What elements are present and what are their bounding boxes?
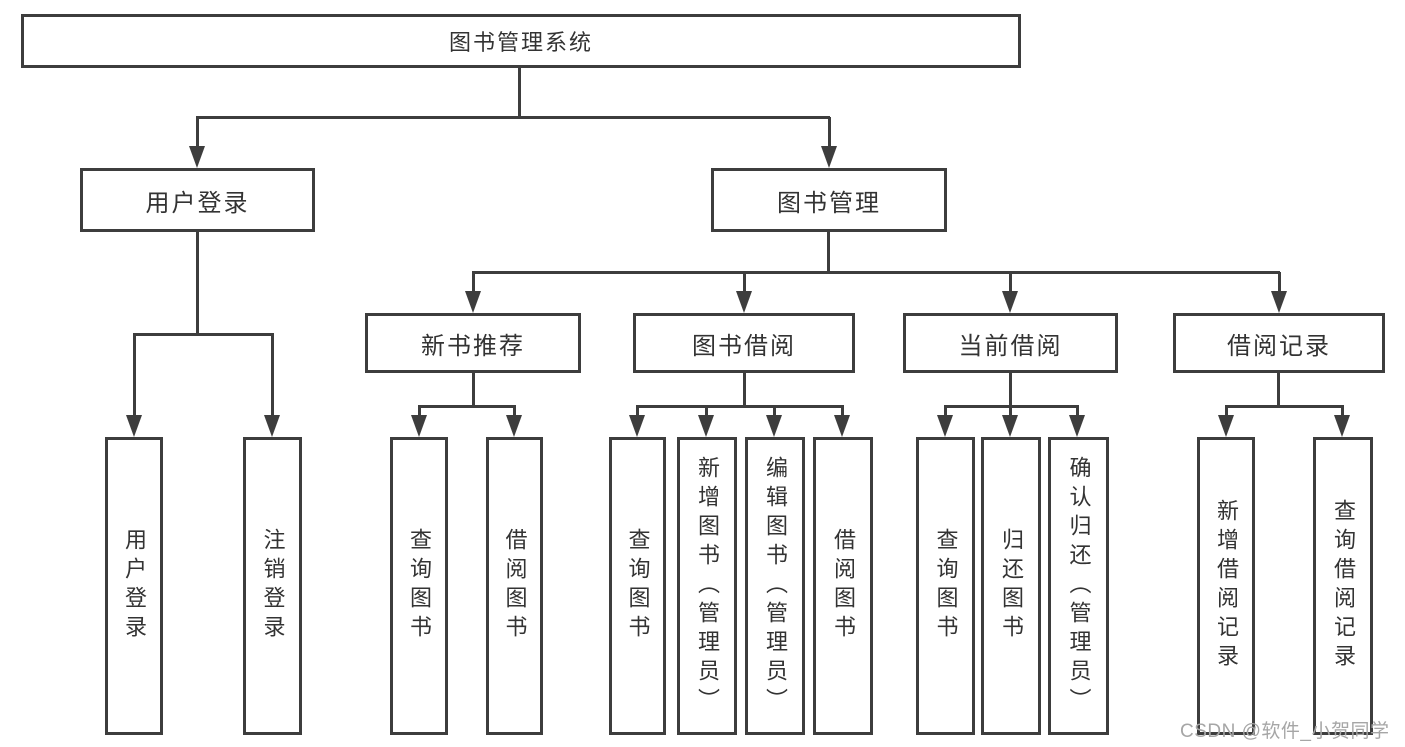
node-label: 查询图书 — [407, 528, 432, 644]
arrow-stem — [513, 406, 516, 417]
connector-current-borrow-stem — [1009, 371, 1012, 408]
node-label: 用户登录 — [145, 189, 250, 217]
connector-borrow-record-stem — [1277, 371, 1280, 408]
node-user-login: 用户登录 — [80, 168, 315, 232]
leaf-borrow-query: 查询图书 — [609, 437, 666, 735]
arrow-stem — [133, 334, 136, 417]
leaf-borrow-add-admin: 新增图书（管理员） — [677, 437, 737, 735]
node-label: 编辑图书（管理员） — [763, 455, 788, 717]
node-label: 新书推荐 — [421, 332, 525, 360]
arrow-down-icon — [937, 415, 953, 437]
connector-branch-level3 — [472, 271, 1280, 274]
leaf-record-query: 查询借阅记录 — [1313, 437, 1373, 735]
connector-branch-borrow-record — [1225, 405, 1344, 408]
arrow-down-icon — [1002, 415, 1018, 437]
node-label: 注销登录 — [260, 528, 286, 644]
arrow-stem — [196, 117, 199, 148]
connector-branch-level2 — [196, 116, 830, 119]
node-book-management: 图书管理 — [711, 168, 947, 232]
connector-branch-book-borrow — [636, 405, 844, 408]
leaf-borrow-borrow: 借阅图书 — [813, 437, 873, 735]
arrow-down-icon — [264, 415, 280, 437]
arrow-stem — [705, 406, 708, 417]
arrow-stem — [1009, 272, 1012, 293]
arrow-stem — [1225, 406, 1228, 417]
leaf-newbook-query: 查询图书 — [390, 437, 448, 735]
leaf-current-return: 归还图书 — [981, 437, 1041, 735]
arrow-down-icon — [411, 415, 427, 437]
node-new-book-recommend: 新书推荐 — [365, 313, 581, 373]
node-label: 用户登录 — [122, 528, 147, 644]
node-label: 借阅图书 — [502, 528, 528, 644]
arrow-stem — [944, 406, 947, 417]
arrow-down-icon — [1002, 291, 1018, 313]
arrow-stem — [418, 406, 421, 417]
arrow-down-icon — [698, 415, 714, 437]
arrow-down-icon — [821, 146, 837, 168]
arrow-stem — [271, 334, 274, 417]
leaf-user-login: 用户登录 — [105, 437, 163, 735]
node-label: 确认归还（管理员） — [1066, 455, 1092, 717]
leaf-borrow-edit-admin: 编辑图书（管理员） — [745, 437, 805, 735]
arrow-stem — [773, 406, 776, 417]
arrow-stem — [636, 406, 639, 417]
arrow-stem — [1076, 406, 1079, 417]
connector-user-login-stem — [196, 230, 199, 336]
connector-root-stem — [518, 67, 521, 119]
arrow-down-icon — [736, 291, 752, 313]
node-label: 查询图书 — [933, 528, 959, 644]
arrow-stem — [472, 272, 475, 293]
arrow-stem — [1278, 272, 1281, 293]
connector-book-mgmt-stem — [827, 230, 830, 274]
arrow-stem — [743, 272, 746, 293]
arrow-down-icon — [766, 415, 782, 437]
node-label: 借阅图书 — [831, 528, 856, 644]
arrow-stem — [828, 117, 831, 148]
leaf-logout: 注销登录 — [243, 437, 302, 735]
arrow-down-icon — [629, 415, 645, 437]
node-root-system: 图书管理系统 — [21, 14, 1021, 68]
arrow-down-icon — [1271, 291, 1287, 313]
arrow-down-icon — [1218, 415, 1234, 437]
node-label: 图书管理 — [777, 189, 881, 217]
arrow-down-icon — [506, 415, 522, 437]
node-borrow-record: 借阅记录 — [1173, 313, 1385, 373]
node-label: 图书借阅 — [692, 332, 796, 360]
node-current-borrow: 当前借阅 — [903, 313, 1118, 373]
arrow-down-icon — [465, 291, 481, 313]
csdn-watermark: CSDN @软件_小贺同学 — [1180, 721, 1390, 742]
arrow-stem — [1341, 406, 1344, 417]
node-label: 查询借阅记录 — [1331, 499, 1356, 673]
arrow-down-icon — [1069, 415, 1085, 437]
arrow-stem — [1009, 406, 1012, 417]
node-label: 借阅记录 — [1227, 332, 1331, 360]
arrow-down-icon — [126, 415, 142, 437]
arrow-down-icon — [1334, 415, 1350, 437]
connector-new-book-stem — [472, 371, 475, 408]
leaf-current-confirm-admin: 确认归还（管理员） — [1048, 437, 1109, 735]
node-label: 新增图书（管理员） — [695, 455, 720, 717]
connector-branch-new-book — [418, 405, 516, 408]
node-book-borrow: 图书借阅 — [633, 313, 855, 373]
node-label: 查询图书 — [625, 528, 651, 644]
node-label: 当前借阅 — [958, 332, 1063, 360]
node-label: 归还图书 — [999, 528, 1024, 644]
connector-branch-user-login — [133, 333, 274, 336]
arrow-stem — [841, 406, 844, 417]
connector-book-borrow-stem — [743, 371, 746, 408]
leaf-current-query: 查询图书 — [916, 437, 975, 735]
leaf-newbook-borrow: 借阅图书 — [486, 437, 543, 735]
arrow-down-icon — [189, 146, 205, 168]
node-label: 新增借阅记录 — [1214, 499, 1239, 673]
node-label: 图书管理系统 — [448, 30, 593, 55]
arrow-down-icon — [834, 415, 850, 437]
leaf-record-add: 新增借阅记录 — [1197, 437, 1255, 735]
